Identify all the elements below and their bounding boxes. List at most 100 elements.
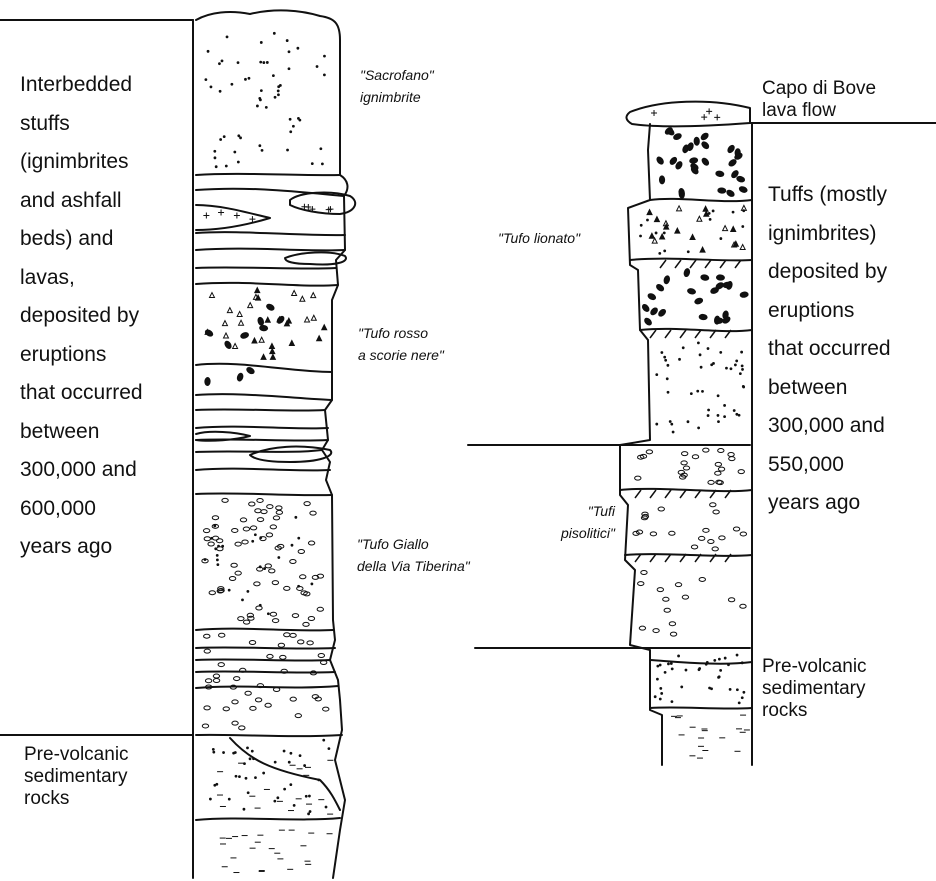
- ash-dot: [679, 358, 681, 360]
- scoria-clast: [694, 297, 703, 305]
- ash-dot: [685, 669, 687, 671]
- ash-dot: [298, 537, 300, 539]
- pisolite: [216, 539, 222, 543]
- ash-dot: [213, 751, 215, 753]
- ash-dot: [707, 415, 709, 417]
- pisolite: [233, 677, 239, 681]
- ash-dot: [738, 414, 740, 416]
- pisolite: [713, 510, 719, 514]
- ash-dot: [218, 545, 220, 547]
- hatching-marks: [635, 260, 741, 562]
- ash-dot: [263, 62, 265, 64]
- pisolite: [681, 461, 687, 465]
- pisolite: [205, 679, 211, 683]
- pisolite: [663, 597, 669, 601]
- ash-dot: [267, 613, 269, 615]
- ash-dot: [664, 356, 666, 358]
- pisolite: [682, 595, 688, 599]
- ash-dot: [289, 118, 291, 120]
- ash-dot: [288, 68, 290, 70]
- ash-dot: [274, 96, 276, 98]
- ash-dot: [667, 364, 669, 366]
- ash-dot: [717, 395, 719, 397]
- pisolite: [203, 529, 209, 533]
- pisolite: [298, 550, 304, 554]
- pisolite: [698, 536, 704, 540]
- pisolite: [235, 571, 241, 575]
- ash-dot: [205, 79, 207, 81]
- pisolite: [653, 629, 659, 633]
- pisolite: [272, 581, 278, 585]
- pisolite: [284, 633, 290, 637]
- ash-dot: [219, 90, 221, 92]
- pisolite: [273, 516, 279, 520]
- right-middle-line: ignimbrites): [768, 215, 936, 254]
- pisolite: [728, 598, 734, 602]
- ash-dot: [743, 210, 745, 212]
- scoria-clast: [700, 132, 709, 141]
- lithic-fragment: [697, 216, 702, 221]
- pisolite: [699, 577, 705, 581]
- pisolite: [646, 450, 652, 454]
- ash-dot: [237, 62, 239, 64]
- lithic-fragment: [223, 333, 228, 338]
- pisolite: [290, 560, 296, 564]
- left-layer-boundary: [196, 427, 328, 429]
- lithic-fragment: [269, 343, 274, 348]
- right-middle-line: deposited by: [768, 253, 936, 292]
- label-sacrofano: "Sacrofano" ignimbrite: [360, 64, 434, 108]
- left-top-line: (ignimbrites: [20, 143, 190, 182]
- ash-dot: [318, 779, 320, 781]
- pisolite: [718, 449, 724, 453]
- ash-dot: [223, 752, 225, 754]
- pisolite: [290, 697, 296, 701]
- ash-dot: [665, 359, 667, 361]
- ash-dot: [741, 697, 743, 699]
- lithic-fragment: [740, 245, 745, 250]
- ash-dot: [698, 669, 700, 671]
- right-layer-boundary: [630, 259, 752, 261]
- lithic-fragment: [286, 318, 291, 323]
- pisolite: [243, 620, 249, 624]
- lithic-fragment: [237, 311, 242, 316]
- ash-dot: [257, 105, 259, 107]
- ash-dot: [248, 77, 250, 79]
- pisolite: [740, 604, 746, 608]
- scoria-clast: [647, 292, 657, 300]
- ash-dot: [273, 32, 275, 34]
- ash-dot: [249, 758, 251, 760]
- pisolite: [270, 612, 276, 616]
- left-layer-boundary: [196, 671, 335, 672]
- label-tufo-giallo-line: "Tufo Giallo: [357, 533, 470, 555]
- left-top-description: Interbedded stuffs (ignimbrites and ashf…: [20, 66, 190, 567]
- left-layer-boundary: [196, 629, 333, 631]
- ash-dot: [304, 765, 306, 767]
- left-top-line: 300,000 and: [20, 451, 190, 490]
- pisolite: [718, 467, 724, 471]
- ash-dot: [706, 662, 708, 664]
- lava-plus: [234, 212, 240, 218]
- scoria-clast: [715, 171, 724, 178]
- ash-dot: [260, 537, 262, 539]
- ash-dot: [717, 415, 719, 417]
- ash-dot: [736, 360, 738, 362]
- lithic-fragment: [233, 343, 238, 348]
- scoria-clast: [726, 189, 736, 198]
- ash-dot: [707, 348, 709, 350]
- pisolite: [691, 545, 697, 549]
- ash-dot: [260, 42, 262, 44]
- pisolite: [255, 509, 261, 513]
- pisolite: [317, 607, 323, 611]
- ash-dot: [239, 776, 241, 778]
- lithic-fragment: [677, 206, 682, 211]
- pisolite: [267, 654, 273, 658]
- pisolite: [708, 540, 714, 544]
- ash-dot: [225, 165, 227, 167]
- ash-dot: [263, 772, 265, 774]
- pisolite: [669, 622, 675, 626]
- right-bottom-line: Pre-volcanic: [762, 656, 867, 678]
- pisolite: [232, 721, 238, 725]
- ash-dot: [260, 61, 262, 63]
- right-bottom-line: sedimentary: [762, 678, 867, 700]
- scoria-clast: [735, 149, 741, 157]
